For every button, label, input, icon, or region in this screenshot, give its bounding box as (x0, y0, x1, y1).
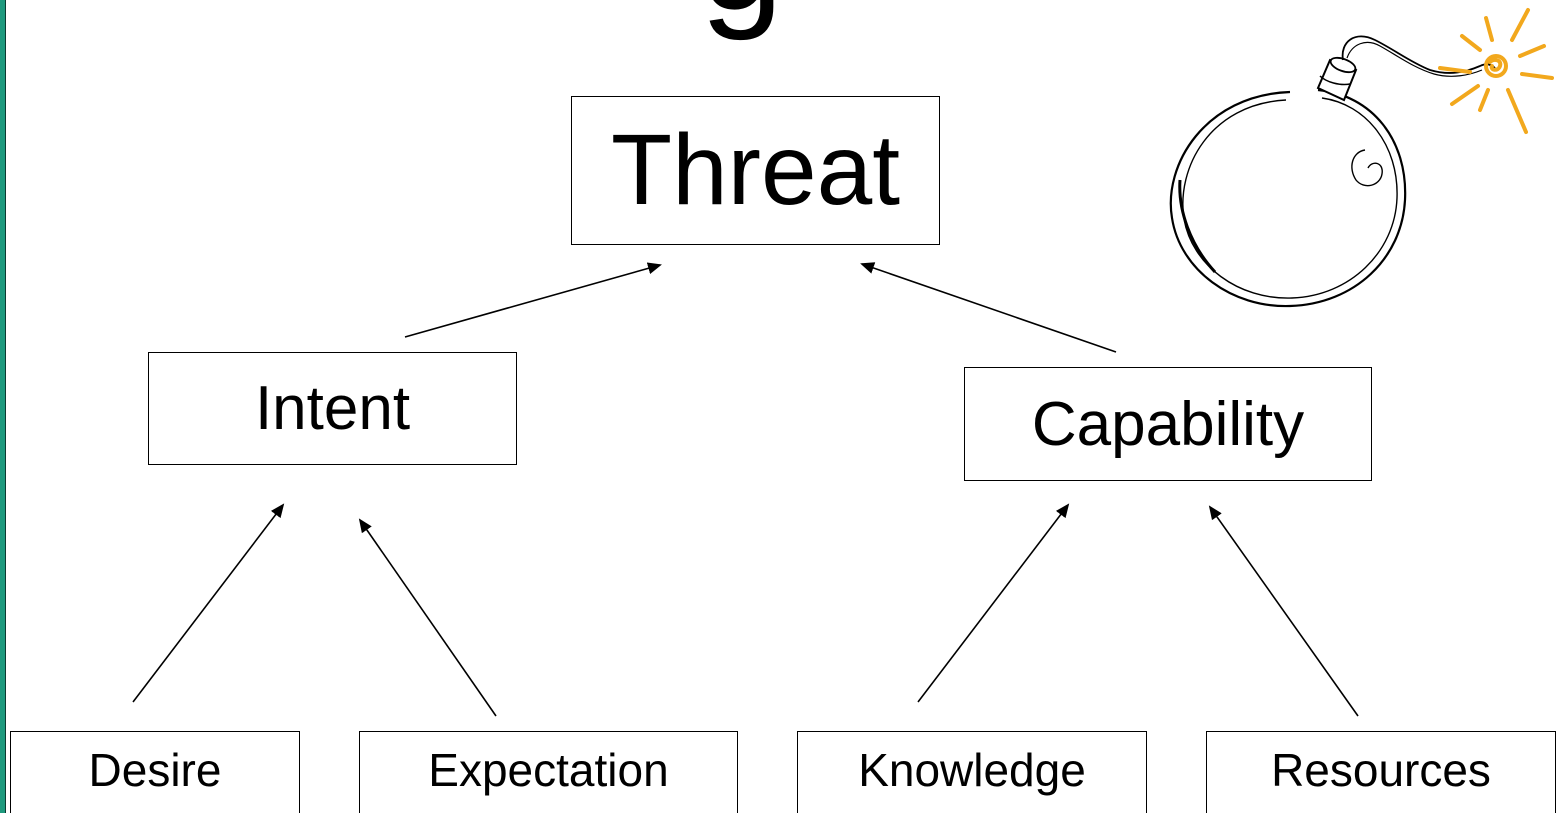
desire-box: Desire (10, 731, 300, 813)
left-accent-border (0, 0, 6, 813)
slide-title-fragment: g (700, 0, 783, 32)
intent-box: Intent (148, 352, 517, 465)
arrow-capability-to-threat (860, 262, 1117, 353)
arrow-resources-to-capability (1208, 505, 1359, 717)
arrow-desire-to-intent (132, 503, 285, 703)
spark-icon (1438, 8, 1554, 134)
arrow-intent-to-threat (404, 262, 662, 338)
arrow-expectation-to-intent (358, 518, 497, 717)
capability-box: Capability (964, 367, 1372, 481)
expectation-box: Expectation (359, 731, 738, 813)
arrow-knowledge-to-capability (917, 503, 1070, 703)
knowledge-box: Knowledge (797, 731, 1147, 813)
threat-box: Threat (571, 96, 940, 245)
resources-box: Resources (1206, 731, 1556, 813)
